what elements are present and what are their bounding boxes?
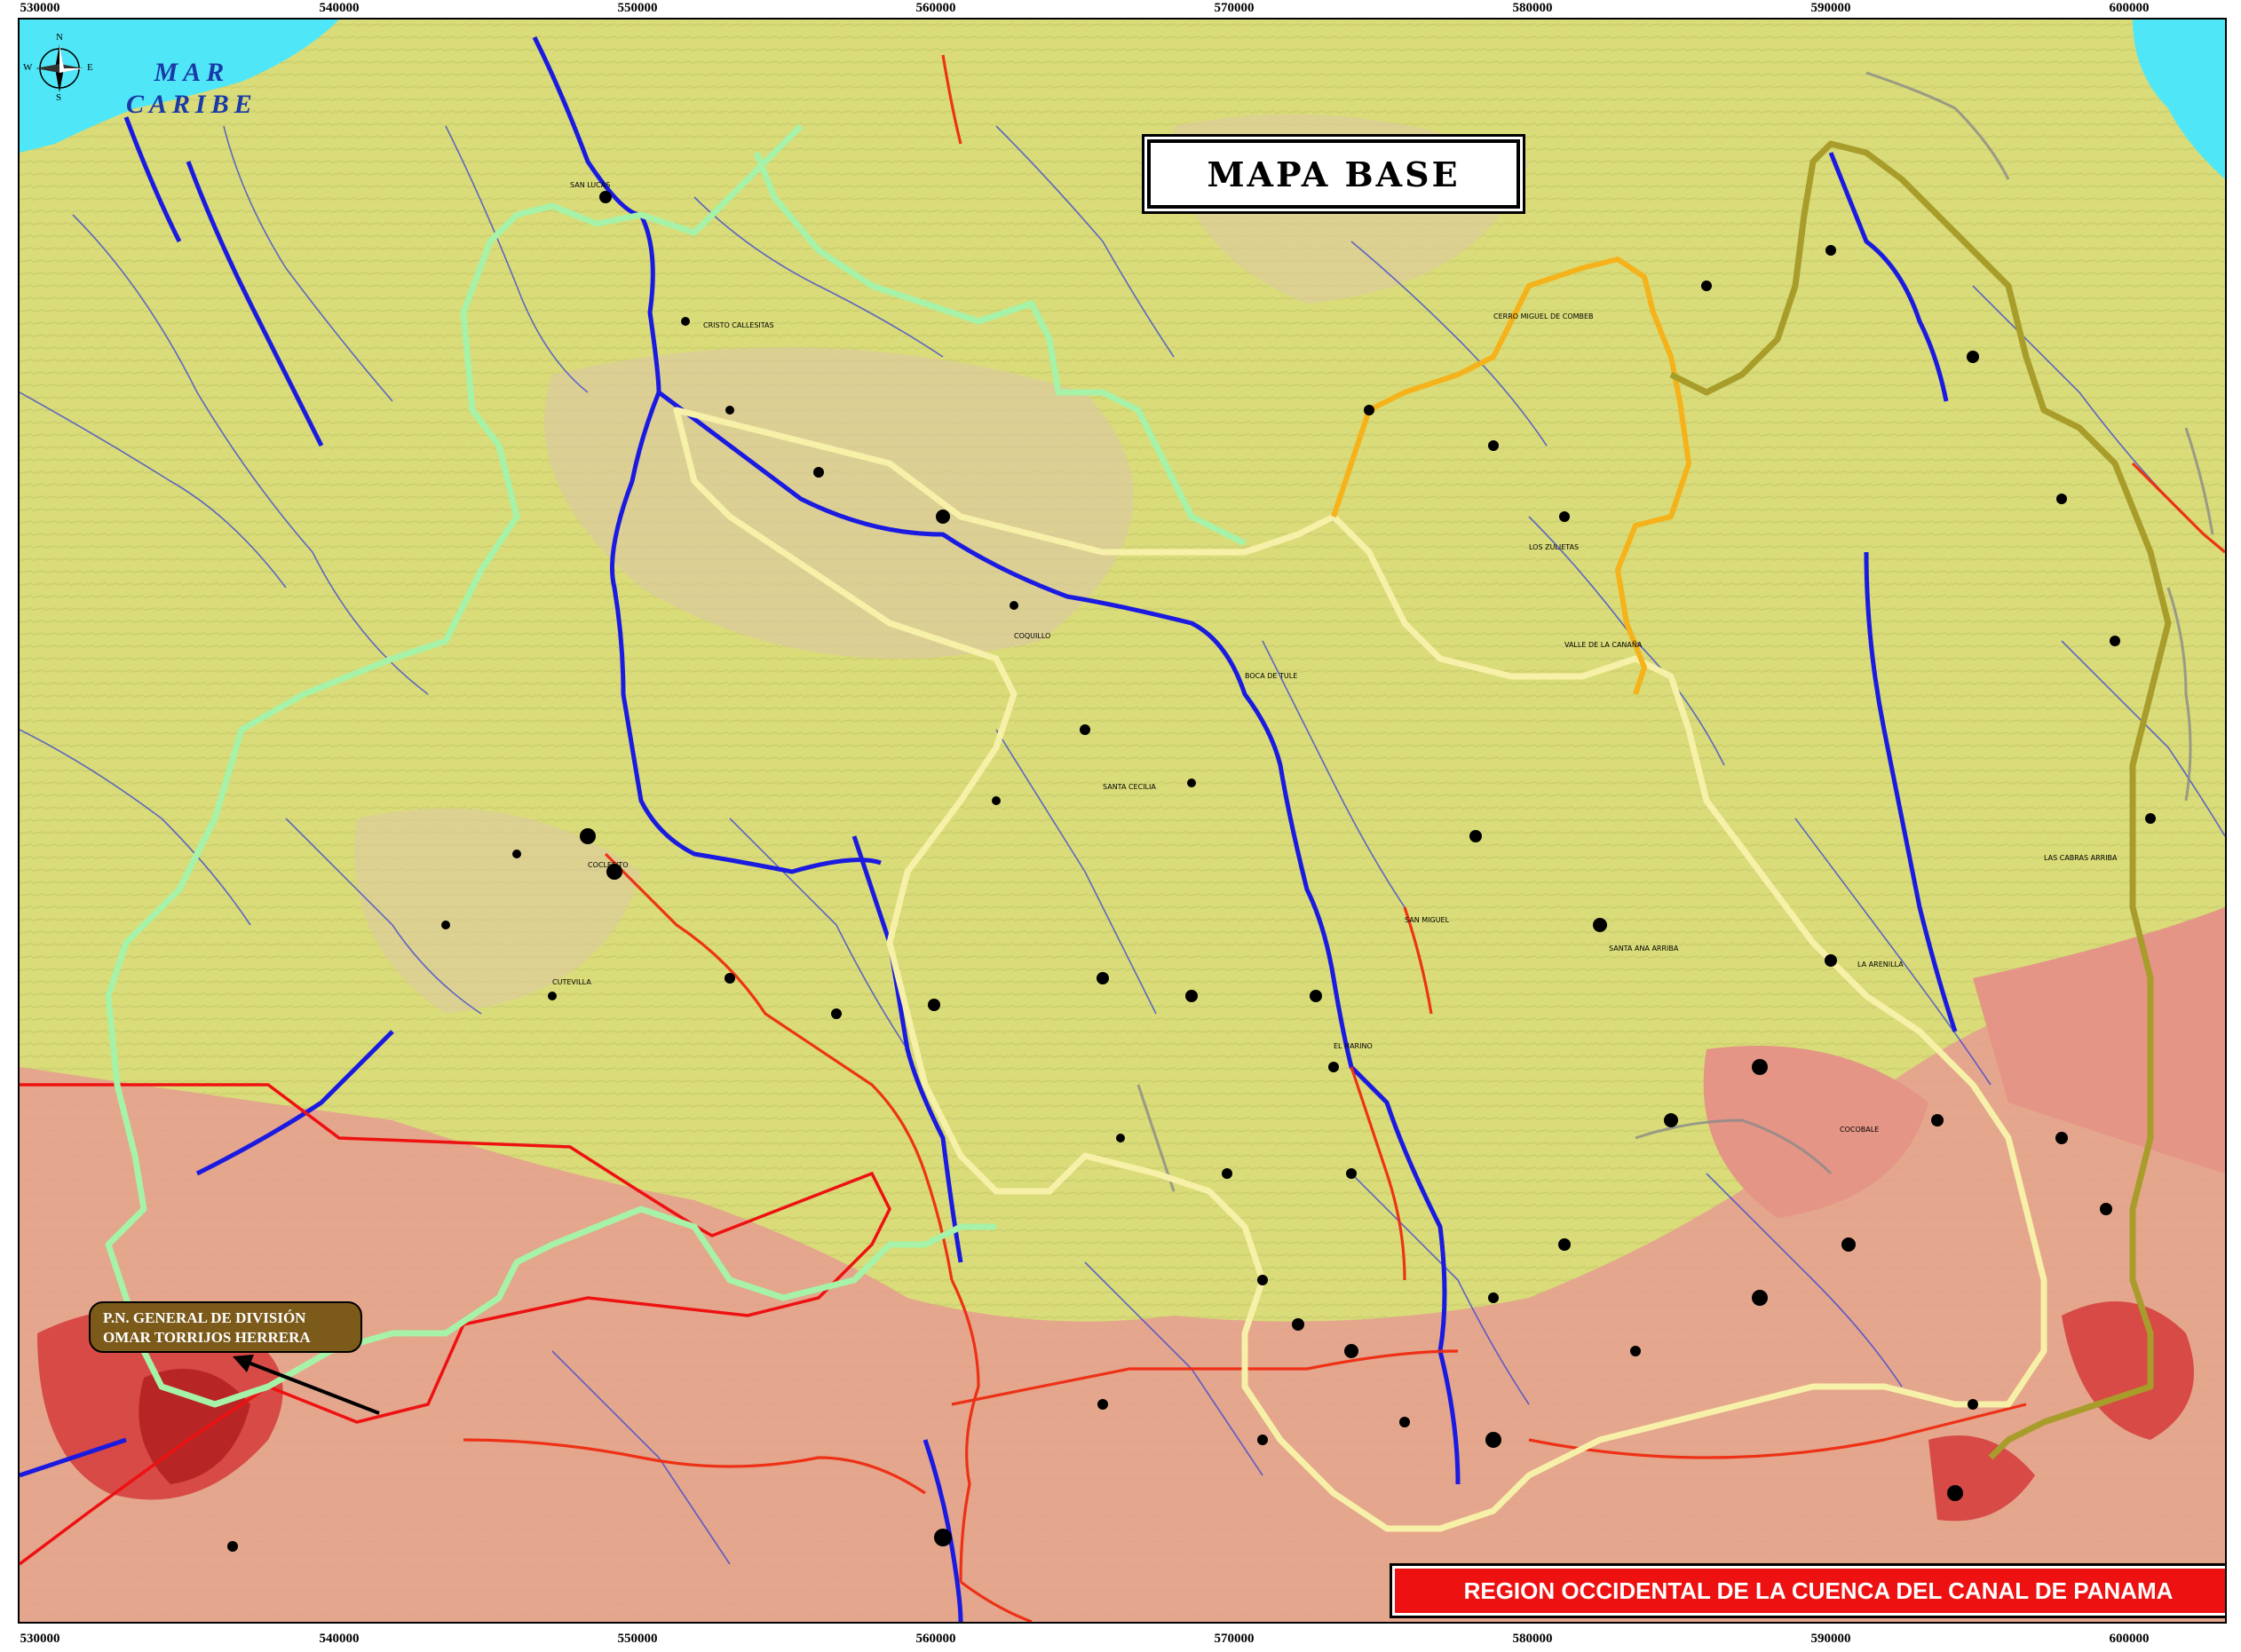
town-label: COCOBALE: [1840, 1126, 1880, 1134]
town-label: CUTEVILLA: [552, 978, 591, 986]
map-canvas[interactable]: [20, 20, 2225, 1622]
x-tick-top: 560000: [915, 1, 956, 15]
compass-south: S: [56, 92, 62, 103]
town-label: SAN MIGUEL: [1405, 916, 1450, 924]
compass-rose: N S E W: [23, 32, 93, 103]
x-tick-top: 530000: [20, 1, 60, 15]
lowland-area: [354, 808, 641, 1014]
x-tick-top: 600000: [2109, 1, 2150, 15]
peaks-area: [2062, 1301, 2194, 1440]
sea-label-line2: CARIBE: [126, 90, 257, 119]
park-label: P.N. GENERAL DE DIVISIÓN OMAR TORRIJOS H…: [89, 1301, 362, 1353]
town-label: CERRO MIGUEL DE COMBEB: [1493, 312, 1594, 320]
x-tick-bottom: 530000: [20, 1632, 60, 1646]
park-label-line2: OMAR TORRIJOS HERRERA: [103, 1329, 311, 1346]
sea-area: [2133, 20, 2225, 179]
highlands-area: [1973, 907, 2225, 1174]
park-arrow: [233, 1355, 380, 1415]
compass-icon: [36, 44, 83, 92]
park-boundary: [20, 1083, 891, 1566]
x-tick-bottom: 540000: [319, 1632, 360, 1646]
map-frame[interactable]: N S E W MAR CARIBE MAPA BASE SAN LUCAS C…: [18, 18, 2227, 1624]
sea-area: [20, 20, 339, 153]
town-label: LAS CABRAS ARRIBA: [2044, 854, 2118, 862]
park-label-line1: P.N. GENERAL DE DIVISIÓN: [103, 1309, 306, 1326]
town-label: COCLESITO: [588, 861, 629, 869]
minor-rivers: [20, 125, 2225, 1565]
x-tick-bottom: 550000: [617, 1632, 658, 1646]
region-label-box: REGION OCCIDENTAL DE LA CUENCA DEL CANAL…: [1390, 1563, 2225, 1618]
compass-north: N: [56, 32, 63, 43]
x-tick-top: 550000: [617, 1, 658, 15]
roads: [463, 54, 2225, 1622]
town-label: EL HARINO: [1334, 1042, 1373, 1050]
olive-boundary: [1669, 140, 2172, 1460]
map-title-box: MAPA BASE: [1147, 139, 1520, 209]
sea-label-line1: MAR: [154, 58, 230, 87]
x-tick-bottom: 590000: [1810, 1632, 1851, 1646]
major-rivers: [20, 36, 1958, 1622]
highlands-area: [1703, 1046, 1928, 1218]
x-tick-bottom: 570000: [1214, 1632, 1255, 1646]
x-tick-bottom: 600000: [2109, 1632, 2150, 1646]
compass-west: W: [23, 62, 33, 73]
green-boundary: [105, 123, 1247, 1408]
town-label: COQUILLO: [1014, 632, 1051, 640]
basin-boundary: [673, 407, 2047, 1532]
x-tick-top: 580000: [1512, 1, 1553, 15]
trails: [1136, 71, 2214, 1192]
x-tick-bottom: 580000: [1512, 1632, 1553, 1646]
lowland-area: [544, 347, 1134, 659]
x-tick-bottom: 560000: [915, 1632, 956, 1646]
sea-label: MAR CARIBE: [126, 57, 257, 121]
town-label: BOCA DE TULE: [1245, 672, 1298, 680]
highlands-area: [20, 952, 2225, 1622]
settlements: [227, 191, 2156, 1552]
orange-boundary: [1331, 257, 1691, 695]
town-label: VALLE DE LA CANAÑA: [1564, 641, 1643, 649]
town-label: LOS ZULIETAS: [1529, 543, 1580, 551]
x-tick-top: 570000: [1214, 1, 1255, 15]
region-label: REGION OCCIDENTAL DE LA CUENCA DEL CANAL…: [1463, 1577, 2174, 1604]
compass-east: E: [87, 62, 93, 73]
town-label: SANTA ANA ARRIBA: [1609, 945, 1679, 952]
x-tick-top: 540000: [319, 1, 360, 15]
town-label: SAN LUCAS: [570, 181, 611, 189]
x-tick-top: 590000: [1810, 1, 1851, 15]
town-label: CRISTO CALLESITAS: [703, 321, 774, 329]
map-title: MAPA BASE: [1207, 154, 1461, 194]
town-label: LA ARENILLA: [1857, 960, 1904, 968]
town-label: SANTA CECILIA: [1103, 783, 1156, 791]
